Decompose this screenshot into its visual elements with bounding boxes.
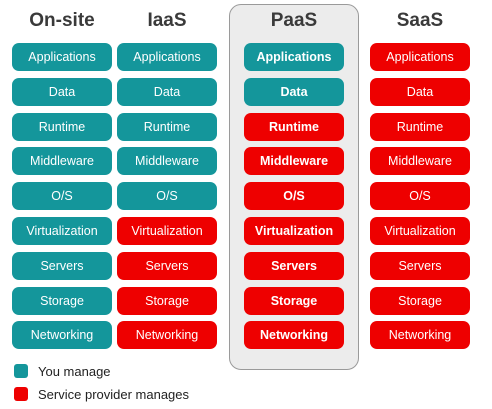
layer-applications: Applications [12,43,112,71]
layer-applications: Applications [370,43,470,71]
layer-storage: Storage [117,286,217,315]
column-header: PaaS [270,10,318,31]
layer-storage: Storage [244,286,344,315]
layer-storage: Storage [370,286,470,315]
layer-storage: Storage [12,286,112,315]
column-header: SaaS [396,10,444,31]
legend-item-provider-manages: Service provider manages [14,386,189,402]
layer-data: Data [12,77,112,106]
legend-swatch-you-manage [14,364,28,378]
layer-runtime: Runtime [370,112,470,141]
layer-servers: Servers [117,251,217,280]
layer-virtualization: Virtualization [12,217,112,245]
layer-runtime: Runtime [117,112,217,141]
layer-runtime: Runtime [12,112,112,141]
layer-middleware: Middleware [370,147,470,176]
layer-data: Data [370,77,470,106]
layer-o-s: O/S [117,182,217,211]
layer-servers: Servers [244,251,344,280]
layer-servers: Servers [12,251,112,280]
layer-o-s: O/S [12,182,112,211]
layer-virtualization: Virtualization [117,217,217,245]
layer-networking: Networking [117,321,217,350]
legend-swatch-provider-manages [14,387,28,401]
layer-o-s: O/S [244,182,344,211]
column-header: IaaS [147,10,187,31]
layer-data: Data [244,77,344,106]
layer-applications: Applications [244,43,344,71]
layer-runtime: Runtime [244,112,344,141]
legend-item-you-manage: You manage [14,363,111,379]
layer-networking: Networking [370,321,470,350]
layer-middleware: Middleware [117,147,217,176]
layer-middleware: Middleware [12,147,112,176]
layer-servers: Servers [370,251,470,280]
layer-middleware: Middleware [244,147,344,176]
layer-virtualization: Virtualization [370,217,470,245]
layer-data: Data [117,77,217,106]
column-header: On-site [29,10,95,31]
layer-virtualization: Virtualization [244,217,344,245]
legend-label-provider-manages: Service provider manages [38,386,190,402]
legend-label-you-manage: You manage [38,363,111,379]
layer-networking: Networking [244,321,344,350]
layer-applications: Applications [117,43,217,71]
layer-networking: Networking [12,321,112,350]
layer-o-s: O/S [370,182,470,211]
